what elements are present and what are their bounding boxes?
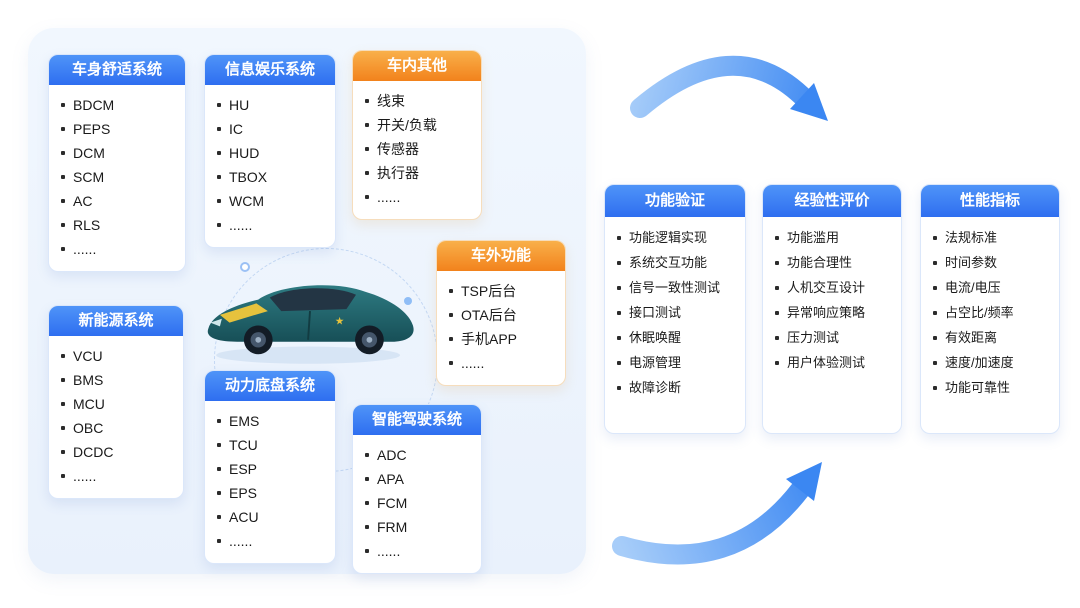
- card-title: 车外功能: [437, 241, 565, 271]
- list-item: MCU: [61, 392, 175, 416]
- list-item: 执行器: [365, 161, 473, 185]
- card-list: ADC APA FCM FRM ......: [353, 435, 481, 573]
- list-item: RLS: [61, 213, 177, 237]
- list-item: 开关/负载: [365, 113, 473, 137]
- list-item: 功能滥用: [775, 225, 893, 250]
- flow-arrow-top-icon: [630, 55, 828, 121]
- list-item: 电流/电压: [933, 275, 1051, 300]
- list-item: WCM: [217, 189, 327, 213]
- card-list: VCU BMS MCU OBC DCDC ......: [49, 336, 183, 498]
- list-item: 功能可靠性: [933, 375, 1051, 400]
- card-list: EMS TCU ESP EPS ACU ......: [205, 401, 335, 563]
- card-in-vehicle-others: 车内其他 线束 开关/负载 传感器 执行器 ......: [352, 50, 482, 220]
- list-item: 异常响应策略: [775, 300, 893, 325]
- list-item: 信号一致性测试: [617, 275, 737, 300]
- list-item: ......: [217, 529, 327, 553]
- card-title: 车内其他: [353, 51, 481, 81]
- list-item: 速度/加速度: [933, 350, 1051, 375]
- list-item: 系统交互功能: [617, 250, 737, 275]
- list-item: DCM: [61, 141, 177, 165]
- list-item: ACU: [217, 505, 327, 529]
- card-list: 法规标准 时间参数 电流/电压 占空比/频率 有效距离 速度/加速度 功能可靠性: [921, 217, 1059, 410]
- card-exterior-functions: 车外功能 TSP后台 OTA后台 手机APP ......: [436, 240, 566, 386]
- list-item: ......: [365, 539, 473, 563]
- list-item: TCU: [217, 433, 327, 457]
- flow-arrow-bottom-icon: [612, 462, 822, 565]
- svg-text:★: ★: [335, 316, 344, 328]
- list-item: VCU: [61, 344, 175, 368]
- card-title: 功能验证: [605, 185, 745, 217]
- list-item: 人机交互设计: [775, 275, 893, 300]
- list-item: DCDC: [61, 440, 175, 464]
- list-item: FCM: [365, 491, 473, 515]
- card-new-energy-system: 新能源系统 VCU BMS MCU OBC DCDC ......: [48, 305, 184, 499]
- list-item: 线束: [365, 89, 473, 113]
- list-item: 法规标准: [933, 225, 1051, 250]
- list-item: 有效距离: [933, 325, 1051, 350]
- list-item: ......: [449, 351, 557, 375]
- list-item: EPS: [217, 481, 327, 505]
- card-list: BDCM PEPS DCM SCM AC RLS ......: [49, 85, 185, 271]
- list-item: 传感器: [365, 137, 473, 161]
- card-title: 经验性评价: [763, 185, 901, 217]
- list-item: ......: [61, 237, 177, 261]
- list-item: ......: [61, 464, 175, 488]
- list-item: FRM: [365, 515, 473, 539]
- list-item: ESP: [217, 457, 327, 481]
- card-powertrain-chassis-system: 动力底盘系统 EMS TCU ESP EPS ACU ......: [204, 370, 336, 564]
- list-item: OTA后台: [449, 303, 557, 327]
- card-title: 车身舒适系统: [49, 55, 185, 85]
- list-item: PEPS: [61, 117, 177, 141]
- card-performance-indicators: 性能指标 法规标准 时间参数 电流/电压 占空比/频率 有效距离 速度/加速度 …: [920, 184, 1060, 434]
- list-item: 电源管理: [617, 350, 737, 375]
- list-item: ......: [217, 213, 327, 237]
- card-title: 新能源系统: [49, 306, 183, 336]
- decorative-dot-icon: [404, 297, 412, 305]
- list-item: BDCM: [61, 93, 177, 117]
- card-body-comfort-system: 车身舒适系统 BDCM PEPS DCM SCM AC RLS ......: [48, 54, 186, 272]
- list-item: 故障诊断: [617, 375, 737, 400]
- card-list: 线束 开关/负载 传感器 执行器 ......: [353, 81, 481, 219]
- card-title: 信息娱乐系统: [205, 55, 335, 85]
- list-item: 手机APP: [449, 327, 557, 351]
- car-illustration: ★: [195, 252, 425, 374]
- card-intelligent-driving-system: 智能驾驶系统 ADC APA FCM FRM ......: [352, 404, 482, 574]
- list-item: APA: [365, 467, 473, 491]
- sports-car-icon: ★: [207, 285, 414, 364]
- card-title: 智能驾驶系统: [353, 405, 481, 435]
- list-item: 功能合理性: [775, 250, 893, 275]
- list-item: AC: [61, 189, 177, 213]
- decorative-dot-icon: [240, 262, 250, 272]
- list-item: ......: [365, 185, 473, 209]
- card-list: 功能逻辑实现 系统交互功能 信号一致性测试 接口测试 休眠唤醒 电源管理 故障诊…: [605, 217, 745, 410]
- card-list: TSP后台 OTA后台 手机APP ......: [437, 271, 565, 385]
- list-item: HU: [217, 93, 327, 117]
- card-title: 动力底盘系统: [205, 371, 335, 401]
- list-item: 休眠唤醒: [617, 325, 737, 350]
- list-item: TSP后台: [449, 279, 557, 303]
- list-item: 压力测试: [775, 325, 893, 350]
- list-item: 占空比/频率: [933, 300, 1051, 325]
- card-title: 性能指标: [921, 185, 1059, 217]
- list-item: ADC: [365, 443, 473, 467]
- list-item: IC: [217, 117, 327, 141]
- list-item: HUD: [217, 141, 327, 165]
- card-list: 功能滥用 功能合理性 人机交互设计 异常响应策略 压力测试 用户体验测试: [763, 217, 901, 385]
- list-item: 功能逻辑实现: [617, 225, 737, 250]
- list-item: EMS: [217, 409, 327, 433]
- card-empirical-evaluation: 经验性评价 功能滥用 功能合理性 人机交互设计 异常响应策略 压力测试 用户体验…: [762, 184, 902, 434]
- card-infotainment-system: 信息娱乐系统 HU IC HUD TBOX WCM ......: [204, 54, 336, 248]
- card-function-verification: 功能验证 功能逻辑实现 系统交互功能 信号一致性测试 接口测试 休眠唤醒 电源管…: [604, 184, 746, 434]
- list-item: SCM: [61, 165, 177, 189]
- list-item: OBC: [61, 416, 175, 440]
- list-item: 时间参数: [933, 250, 1051, 275]
- list-item: 用户体验测试: [775, 350, 893, 375]
- list-item: TBOX: [217, 165, 327, 189]
- card-list: HU IC HUD TBOX WCM ......: [205, 85, 335, 247]
- list-item: BMS: [61, 368, 175, 392]
- list-item: 接口测试: [617, 300, 737, 325]
